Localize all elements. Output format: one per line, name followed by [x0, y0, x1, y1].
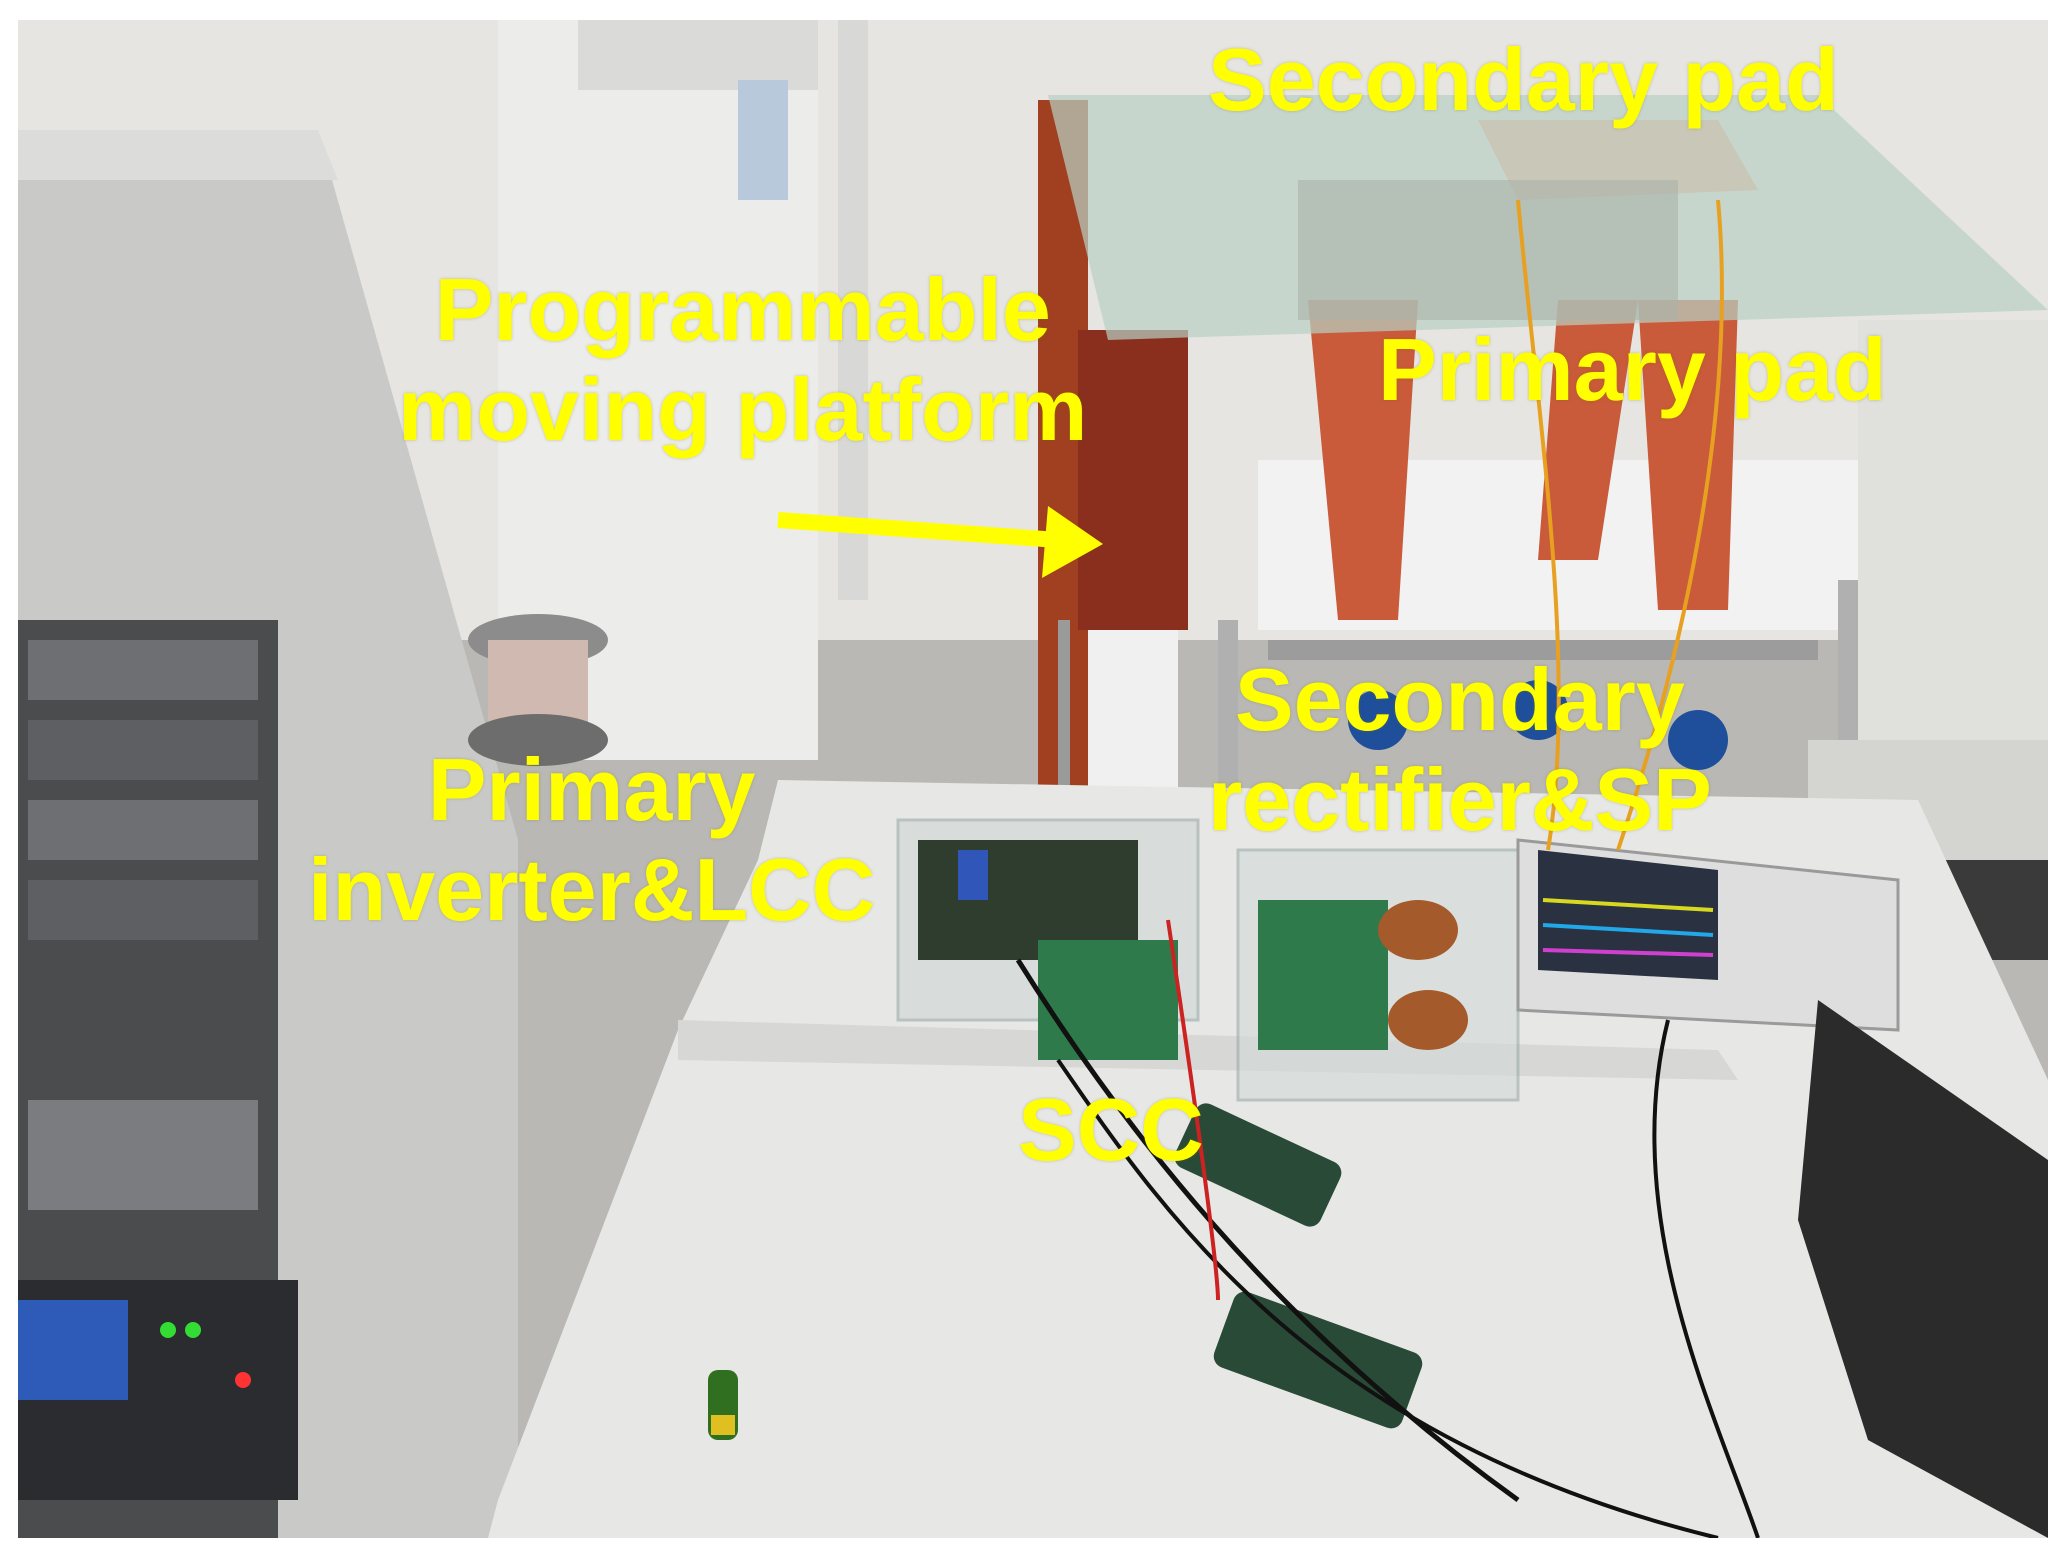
label-moving-platform: Programmable moving platform [398, 260, 1087, 460]
label-primary-pad-text: Primary pad [1378, 320, 1887, 419]
oscilloscope [1516, 838, 1900, 1032]
label-platform-line1: Programmable [434, 260, 1051, 359]
lab-setup-photo [18, 20, 2048, 1538]
label-secondary-pad: Secondary pad [1208, 30, 1839, 130]
moving-platform [1038, 100, 1858, 840]
label-platform-line2: moving platform [398, 360, 1088, 459]
label-secondary-rectifier-line1: Secondary [1234, 650, 1685, 749]
label-secondary-rectifier-line2: rectifier&SP [1208, 750, 1712, 849]
label-primary-pad: Primary pad [1378, 320, 1887, 420]
secondary-rectifier-box [1236, 848, 1520, 1102]
label-secondary-rectifier: Secondary rectifier&SP [1208, 650, 1712, 850]
arrow-right-icon [777, 506, 1103, 578]
label-scc: SCC [1018, 1080, 1204, 1180]
photo-frame: Secondary pad Programmable moving platfo… [18, 20, 2048, 1538]
label-primary-inverter-line1: Primary [427, 740, 756, 839]
label-secondary-pad-text: Secondary pad [1208, 30, 1839, 129]
label-primary-inverter: Primary inverter&LCC [308, 740, 875, 940]
label-primary-inverter-line2: inverter&LCC [308, 840, 876, 939]
wire-spool [468, 614, 608, 766]
primary-inverter-box [896, 818, 1200, 1060]
label-scc-text: SCC [1018, 1080, 1204, 1179]
server-cabinet [18, 130, 518, 1538]
